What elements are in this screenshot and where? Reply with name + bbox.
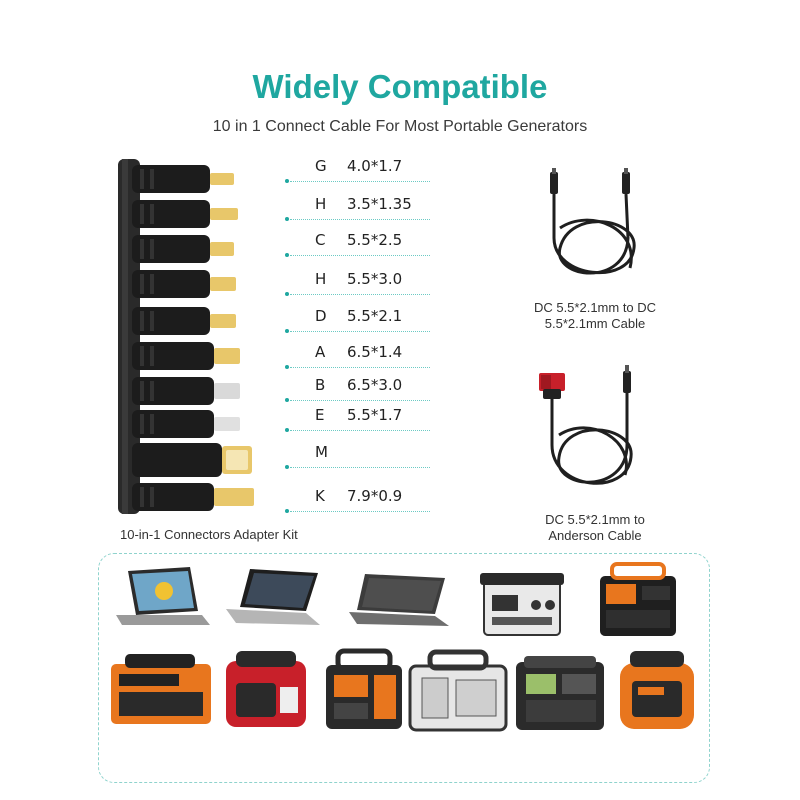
compatible-devices-panel <box>98 553 710 783</box>
dc-to-anderson-cable-icon <box>539 365 633 485</box>
inverter-generator-orange-icon <box>620 651 694 729</box>
tip-row: G 4.0*1.7 <box>285 157 430 183</box>
bullet-dot-icon <box>285 329 289 333</box>
ultrabook-icon <box>349 574 449 626</box>
power-station-black-icon <box>516 656 604 730</box>
bullet-dot-icon <box>285 217 289 221</box>
dc-to-dc-cable-caption: DC 5.5*2.1mm to DC 5.5*2.1mm Cable <box>533 300 657 331</box>
tip-row: K 7.9*0.9 <box>285 487 430 513</box>
tip-row: B 6.5*3.0 <box>285 376 430 402</box>
tip-code: G <box>315 157 327 175</box>
tip-row: H 3.5*1.35 <box>285 195 430 221</box>
tip-code: A <box>315 343 326 361</box>
power-station-orange-icon <box>600 562 676 636</box>
tip-size: 6.5*1.4 <box>347 343 403 361</box>
tip-size: 5.5*3.0 <box>347 270 403 288</box>
bullet-dot-icon <box>285 253 289 257</box>
tip-row: E 5.5*1.7 <box>285 406 430 432</box>
connector-kit-icon <box>118 159 254 514</box>
tip-size: 5.5*2.5 <box>347 231 403 249</box>
tip-code: H <box>315 270 327 288</box>
bullet-dot-icon <box>285 179 289 183</box>
bullet-dot-icon <box>285 365 289 369</box>
connector-tip-e-icon <box>132 410 240 438</box>
connector-tip-b-icon <box>132 377 240 405</box>
tip-code: K <box>315 487 325 505</box>
dc-to-dc-cable-icon <box>550 168 636 275</box>
inverter-generator-red-icon <box>226 651 306 727</box>
convertible-laptop-icon <box>116 567 210 625</box>
connector-tip-k-icon <box>132 483 254 511</box>
tip-row: M <box>285 443 430 469</box>
power-station-silver-icon <box>408 649 508 732</box>
connector-tip-m-icon <box>132 443 252 477</box>
connector-tip-g-icon <box>132 165 234 193</box>
power-station-handle-icon <box>326 648 402 729</box>
tip-size: 6.5*3.0 <box>347 376 403 394</box>
connector-tip-c-icon <box>132 235 234 263</box>
connector-tip-a-icon <box>132 342 240 370</box>
tip-size: 7.9*0.9 <box>347 487 403 505</box>
power-station-white-icon <box>480 573 564 636</box>
tip-code: C <box>315 231 326 249</box>
tip-code: B <box>315 376 326 394</box>
connector-tip-h-icon <box>132 200 238 228</box>
bullet-dot-icon <box>285 509 289 513</box>
kit-label: 10-in-1 Connectors Adapter Kit <box>120 527 298 542</box>
tip-size: 5.5*2.1 <box>347 307 403 325</box>
bullet-dot-icon <box>285 292 289 296</box>
tip-row: D 5.5*2.1 <box>285 307 430 333</box>
page-title: Widely Compatible <box>252 68 548 105</box>
bullet-dot-icon <box>285 398 289 402</box>
connector-tip-h2-icon <box>132 270 236 298</box>
tip-code: H <box>315 195 327 213</box>
page-subtitle: 10 in 1 Connect Cable For Most Portable … <box>212 118 588 135</box>
tip-row: H 5.5*3.0 <box>285 270 430 296</box>
tip-size: 3.5*1.35 <box>347 195 412 213</box>
power-station-orange-wide-icon <box>111 654 211 724</box>
tip-size: 4.0*1.7 <box>347 157 403 175</box>
tip-size: 5.5*1.7 <box>347 406 403 424</box>
tip-row: C 5.5*2.5 <box>285 231 430 257</box>
connector-tip-d-icon <box>132 307 236 335</box>
bullet-dot-icon <box>285 465 289 469</box>
laptop-icon <box>226 569 320 625</box>
tip-row: A 6.5*1.4 <box>285 343 430 369</box>
dc-to-anderson-cable-caption: DC 5.5*2.1mm to Anderson Cable <box>545 512 645 543</box>
tip-code: E <box>315 406 325 424</box>
tip-code: D <box>315 307 327 325</box>
bullet-dot-icon <box>285 428 289 432</box>
tip-code: M <box>315 443 328 461</box>
